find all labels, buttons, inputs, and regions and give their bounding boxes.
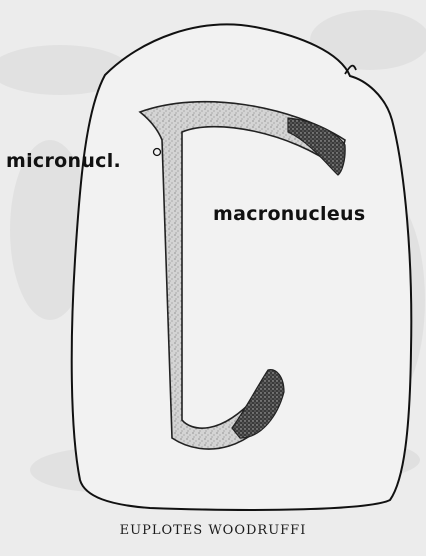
micronucleus xyxy=(154,149,161,156)
micronucleus-label: micronucl. xyxy=(6,150,121,172)
macronucleus-label: macronucleus xyxy=(213,203,365,225)
figure-caption: EUPLOTES WOODRUFFI xyxy=(0,523,426,538)
